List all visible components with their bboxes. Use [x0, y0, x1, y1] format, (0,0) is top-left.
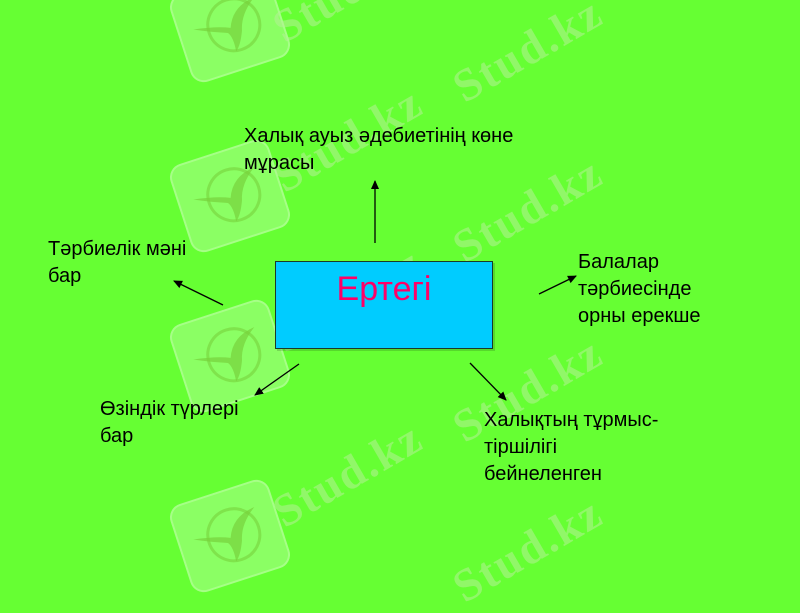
center-topic-label: Ертегі [336, 270, 432, 308]
node-top-line: мұрасы [244, 152, 315, 174]
node-left-line: бар [48, 265, 82, 287]
node-bottom-right-line: бейнеленген [484, 463, 602, 485]
node-bottom-left-line: Өзіндік түрлері [100, 398, 239, 420]
arrow-to-left [173, 280, 224, 306]
watermark-logo-icon [166, 136, 294, 256]
node-left: Тәрбиелік мәні бар [48, 236, 186, 290]
node-bottom-right: Халықтың тұрмыс- тіршілігі бейнеленген [484, 407, 658, 488]
center-topic-box: Ертегі [275, 261, 493, 349]
node-right-line: Балалар [578, 251, 659, 273]
watermark-logo-icon [166, 476, 294, 596]
watermark-logo-icon [166, 296, 294, 416]
watermark-logo-icon [166, 0, 294, 86]
node-right-line: тәрбиесінде [578, 278, 692, 300]
arrow-to-bottom-left [254, 363, 300, 396]
node-top: Халық ауыз әдебиетінің көне мұрасы [244, 123, 513, 177]
node-bottom-left: Өзіндік түрлері бар [100, 396, 239, 450]
node-right: Балалар тәрбиесінде орны ерекше [578, 249, 701, 330]
arrow-to-bottom-right [469, 362, 507, 401]
node-bottom-right-line: тіршілігі [484, 436, 558, 458]
node-top-line: Халық ауыз әдебиетінің көне [244, 125, 514, 147]
connector-arrows [173, 180, 577, 401]
slide: Stud.kz Stud.kz Stud.kz Stud.kz Stud.kz … [48, 0, 701, 613]
node-left-line: Тәрбиелік мәні [48, 238, 187, 260]
arrow-to-right [538, 275, 577, 295]
node-bottom-left-line: бар [100, 425, 134, 447]
node-right-line: орны ерекше [578, 305, 701, 327]
node-bottom-right-line: Халықтың тұрмыс- [484, 409, 659, 431]
